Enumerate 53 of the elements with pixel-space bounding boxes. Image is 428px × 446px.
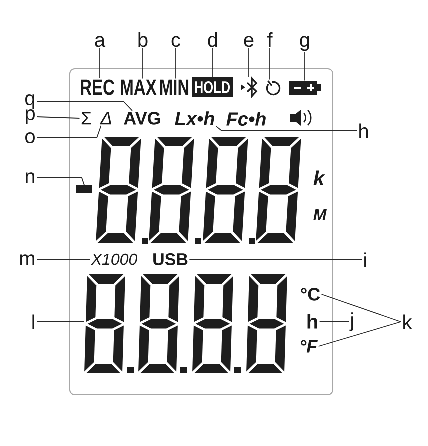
leader-line: [318, 322, 402, 347]
callout-letter: d: [208, 32, 218, 48]
leader-line: [304, 52, 306, 82]
lcd-text: MAX: [121, 80, 157, 96]
leader-line: [36, 116, 80, 119]
leader-line: [321, 294, 402, 322]
callout-letter: b: [138, 32, 148, 48]
lcd-text: USB: [154, 253, 188, 266]
leader-line: [189, 259, 362, 260]
callout-letter: h: [360, 124, 368, 138]
unit-text: h: [308, 314, 318, 329]
leader-line: [248, 48, 250, 78]
lcd-text: Lx•h: [175, 112, 214, 126]
unit-text: °F: [301, 340, 318, 353]
timer-icon: [266, 80, 281, 96]
minus-segment: [76, 186, 92, 194]
leader-line: [216, 126, 358, 132]
callout-letter: k: [404, 314, 412, 330]
leader-line: [319, 321, 350, 322]
unit-text: M: [314, 210, 327, 220]
callout-letter: a: [95, 36, 106, 48]
hold-indicator: HOLD: [192, 78, 233, 98]
callout-letter: m: [20, 254, 34, 266]
callout-letter: g: [300, 36, 310, 52]
callout-letter: l: [32, 314, 34, 330]
battery-icon: [290, 81, 322, 95]
leader-line: [36, 259, 91, 260]
unit-text: °C: [301, 288, 320, 301]
callout-letter: p: [26, 110, 35, 124]
delta-symbol: Δ: [100, 112, 112, 125]
leader-line: [36, 178, 85, 186]
callout-letter: c: [172, 36, 180, 48]
callout-letter: q: [26, 94, 35, 110]
callout-letter: n: [26, 172, 34, 184]
lcd-text: X1000: [91, 254, 138, 266]
unit-text: k: [314, 170, 326, 186]
seven-segment-display: [84, 274, 288, 374]
lcd-text: REC: [81, 80, 114, 96]
lcd-frame: [70, 68, 334, 396]
callout-letter: e: [244, 36, 254, 48]
leader-line: [36, 102, 133, 112]
leader-line: [212, 48, 214, 78]
leader-line: [36, 125, 102, 138]
callout-letter: f: [268, 32, 273, 47]
callout-letter: j: [350, 312, 354, 332]
lcd-text: MIN: [160, 80, 189, 96]
bluetooth-icon: [241, 76, 258, 99]
lcd-text: Fc•h: [226, 112, 266, 126]
lcd-text: AVG: [124, 112, 160, 125]
callout-letter: o: [26, 132, 35, 144]
leader-line: [142, 48, 144, 80]
sigma-symbol: Σ: [82, 112, 92, 125]
callout-letter: i: [364, 252, 366, 268]
